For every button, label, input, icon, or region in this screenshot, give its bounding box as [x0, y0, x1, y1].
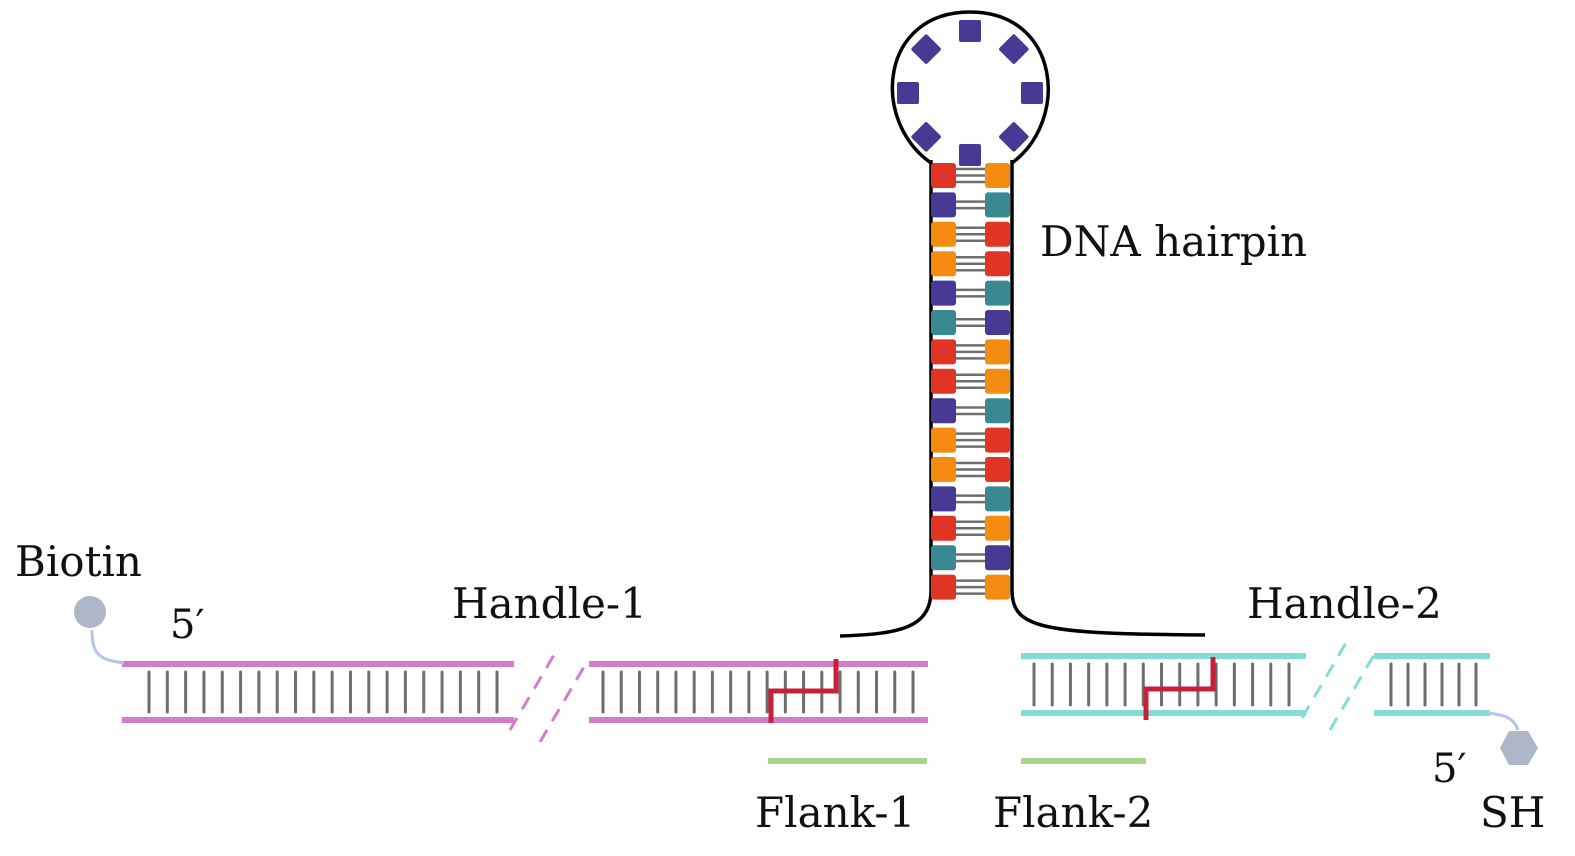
hairpin-loop-outline: [890, 10, 1050, 165]
duplex-segment: [589, 661, 928, 723]
hairpin-stem-base-pairs: [931, 163, 1010, 600]
base-right: [985, 251, 1010, 277]
base-pair: [931, 574, 1010, 600]
base-right: [985, 163, 1010, 188]
base-right: [985, 486, 1010, 512]
base-pair: [931, 310, 1010, 335]
hairpin-stem-left-strand: [839, 160, 933, 638]
base-pair: [931, 398, 1010, 424]
ligation-nick-handle-1: [768, 659, 839, 723]
base-left: [931, 310, 956, 335]
base-pair: [931, 163, 1010, 188]
flank-1-label: Flank-1: [755, 788, 915, 837]
loop-base: [911, 122, 941, 152]
handle-1-label: Handle-1: [452, 579, 647, 628]
base-left: [931, 427, 956, 453]
loop-base: [1021, 82, 1043, 104]
hairpin-stem-right-strand: [1010, 160, 1206, 637]
five-prime-left-label: 5′: [170, 602, 205, 648]
handle-2-break-mark: [1300, 635, 1380, 731]
base-right: [985, 398, 1010, 424]
thiol-label: SH: [1480, 788, 1545, 837]
base-pair: [931, 545, 1010, 571]
thiol-linker: [1487, 711, 1520, 731]
base-right: [985, 221, 1010, 247]
base-left: [931, 251, 956, 277]
base-left: [931, 457, 956, 482]
base-left: [931, 398, 956, 424]
base-right: [985, 310, 1010, 335]
base-left: [931, 339, 956, 365]
loop-base: [959, 20, 981, 42]
loop-base: [897, 82, 919, 104]
duplex-segment: [1021, 653, 1306, 716]
flank-2-label: Flank-2: [993, 788, 1153, 837]
base-right: [985, 515, 1010, 541]
base-pair: [931, 457, 1010, 482]
loop-base: [999, 34, 1029, 64]
break-line: [1300, 635, 1352, 719]
base-left: [931, 486, 956, 512]
base-pair: [931, 515, 1010, 541]
base-right: [985, 427, 1010, 453]
base-pair: [931, 251, 1010, 277]
five-prime-right-label: 5′: [1432, 746, 1467, 792]
break-line: [508, 647, 560, 731]
base-right: [985, 574, 1010, 600]
biotin-label: Biotin: [15, 537, 142, 586]
base-right: [985, 545, 1010, 571]
handle-2-label: Handle-2: [1247, 579, 1442, 628]
base-pair: [931, 280, 1010, 306]
dna-hairpin-label: DNA hairpin: [1040, 217, 1307, 266]
base-left: [931, 368, 956, 394]
handle-1: [122, 661, 928, 723]
base-pair: [931, 339, 1010, 365]
base-pair: [931, 368, 1010, 394]
base-right: [985, 339, 1010, 365]
handle-2: [1021, 653, 1490, 716]
base-right: [985, 368, 1010, 394]
base-pair: [931, 221, 1010, 247]
thiol-hexagon-icon: [1500, 731, 1538, 765]
base-right: [985, 192, 1010, 218]
break-line: [538, 659, 590, 743]
handle-1-break-mark: [508, 647, 590, 743]
break-line: [1328, 647, 1380, 731]
base-pair: [931, 486, 1010, 512]
base-left: [931, 163, 956, 188]
base-left: [931, 221, 956, 247]
biotin-linker: [90, 629, 125, 665]
base-left: [931, 515, 956, 541]
base-left: [931, 280, 956, 306]
base-right: [985, 457, 1010, 482]
hairpin-loop: [890, 10, 1050, 165]
duplex-segment: [1374, 653, 1490, 716]
base-right: [985, 280, 1010, 306]
loop-base: [959, 144, 981, 166]
base-left: [931, 192, 956, 218]
base-left: [931, 574, 956, 600]
loop-base: [911, 34, 941, 64]
base-pair: [931, 427, 1010, 453]
biotin-icon: [74, 596, 106, 628]
loop-bases: [897, 20, 1043, 166]
loop-base: [999, 122, 1029, 152]
base-pair: [931, 192, 1010, 218]
duplex-segment: [122, 661, 514, 723]
base-left: [931, 545, 956, 571]
ligation-nick-handle-2: [1143, 657, 1216, 720]
